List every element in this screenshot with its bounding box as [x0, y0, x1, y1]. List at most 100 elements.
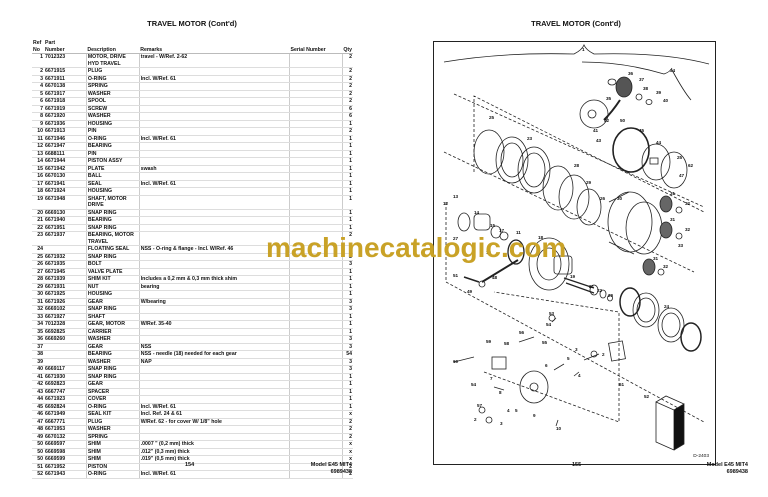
- callout-number: 44: [656, 140, 662, 145]
- callout-number: 16: [486, 250, 492, 255]
- callout-number: 3: [575, 347, 578, 352]
- callout-number: 14: [474, 210, 480, 215]
- diagram-code: D-2403: [693, 454, 709, 459]
- description-cell: SNAP RING: [86, 365, 140, 374]
- remarks-cell: [138, 105, 290, 113]
- serial-number-cell: [289, 290, 343, 299]
- callout-number: 54: [546, 322, 552, 327]
- qty-cell: 3: [342, 260, 353, 269]
- serial-number-cell: [289, 470, 343, 479]
- page-number: 155: [572, 462, 582, 468]
- serial-number-cell: [289, 120, 343, 128]
- description-cell: BEARING: [86, 142, 140, 151]
- ref-no-cell: 33: [32, 313, 44, 321]
- description-cell: PIN: [86, 127, 140, 136]
- callout-number: 23: [527, 136, 533, 141]
- serial-number-cell: [289, 260, 343, 269]
- description-cell: SHIM: [86, 440, 140, 449]
- qty-cell: x: [342, 455, 353, 464]
- travel-motor-exploded-view-illustration: [443, 43, 710, 451]
- description-cell: WASHER: [86, 335, 140, 344]
- serial-number-cell: [289, 195, 343, 210]
- callout-number: 2: [602, 352, 605, 357]
- part-number-cell: 6671949: [43, 410, 87, 419]
- qty-cell: 3: [342, 298, 353, 306]
- description-cell: HOUSING: [86, 187, 140, 196]
- part-number-cell: 6671913: [43, 127, 87, 136]
- remarks-cell: [138, 253, 290, 261]
- part-number-cell: 6669260: [43, 335, 87, 344]
- qty-cell: 1: [342, 380, 353, 389]
- part-number-cell: 6669117: [43, 365, 87, 374]
- part-number-cell: 6671943: [43, 470, 87, 479]
- callout-number: 48: [492, 275, 498, 280]
- ref-no-cell: 49: [32, 433, 44, 441]
- ref-no-cell: 27: [32, 268, 44, 276]
- part-number-cell: 6671946: [43, 135, 87, 143]
- callout-number: 4: [578, 373, 581, 378]
- qty-cell: 1: [342, 135, 353, 143]
- description-cell: SHIM: [86, 455, 140, 464]
- remarks-cell: [138, 67, 290, 76]
- model-info: Model E45 MIT4 6989438: [311, 462, 352, 476]
- part-number-cell: 6692825: [43, 328, 87, 336]
- serial-number-header: Serial Number: [289, 40, 343, 54]
- part-number-cell: 6671945: [43, 268, 87, 276]
- callout-number: 36: [628, 71, 634, 76]
- serial-number-cell: [289, 165, 343, 173]
- qty-cell: 1: [342, 320, 353, 329]
- remarks-cell: [138, 209, 290, 217]
- callout-number: 25: [489, 115, 495, 120]
- callout-number: 9: [533, 413, 536, 418]
- remarks-cell: [138, 388, 290, 396]
- part-number-cell: 6671920: [43, 112, 87, 121]
- serial-number-cell: [289, 350, 343, 359]
- remarks-cell: W/Ref. 62 - for cover W/ 1/8" hole: [138, 418, 290, 426]
- qty-cell: 1: [342, 373, 353, 381]
- remarks-cell: [138, 224, 290, 232]
- part-number-cell: 6669102: [43, 305, 87, 314]
- part-number-cell: 6671947: [43, 142, 87, 151]
- remarks-cell: Incl. W/Ref. 61: [138, 470, 290, 479]
- part-number-cell: 6671935: [43, 260, 87, 269]
- serial-number-cell: [289, 82, 343, 91]
- serial-number-cell: [289, 373, 343, 381]
- description-cell: SPRING: [86, 433, 140, 441]
- description-cell: SNAP RING: [86, 253, 140, 261]
- callout-number: 2: [474, 417, 477, 422]
- callout-number: 3: [500, 421, 503, 426]
- remarks-cell: [138, 260, 290, 269]
- description-cell: SPOOL: [86, 97, 140, 106]
- serial-number-cell: [289, 150, 343, 158]
- qty-cell: 54: [342, 350, 353, 359]
- remarks-header: Remarks: [139, 40, 290, 54]
- ref-no-cell: 45: [32, 403, 44, 411]
- description-cell: O-RING: [86, 135, 140, 143]
- description-cell: PLUG: [86, 418, 140, 426]
- remarks-cell: W/bearing: [138, 298, 290, 306]
- qty-cell: 2: [342, 53, 353, 68]
- serial-number-cell: [289, 380, 343, 389]
- ref-no-cell: 19: [32, 195, 44, 210]
- serial-number-cell: [289, 67, 343, 76]
- remarks-cell: [138, 433, 290, 441]
- qty-cell: 1: [342, 180, 353, 188]
- part-number-cell: 6671919: [43, 105, 87, 113]
- callout-number: 61: [619, 382, 625, 387]
- remarks-cell: [138, 290, 290, 299]
- callout-number: 24: [664, 304, 670, 309]
- callout-number: 58: [504, 341, 510, 346]
- remarks-cell: [138, 365, 290, 374]
